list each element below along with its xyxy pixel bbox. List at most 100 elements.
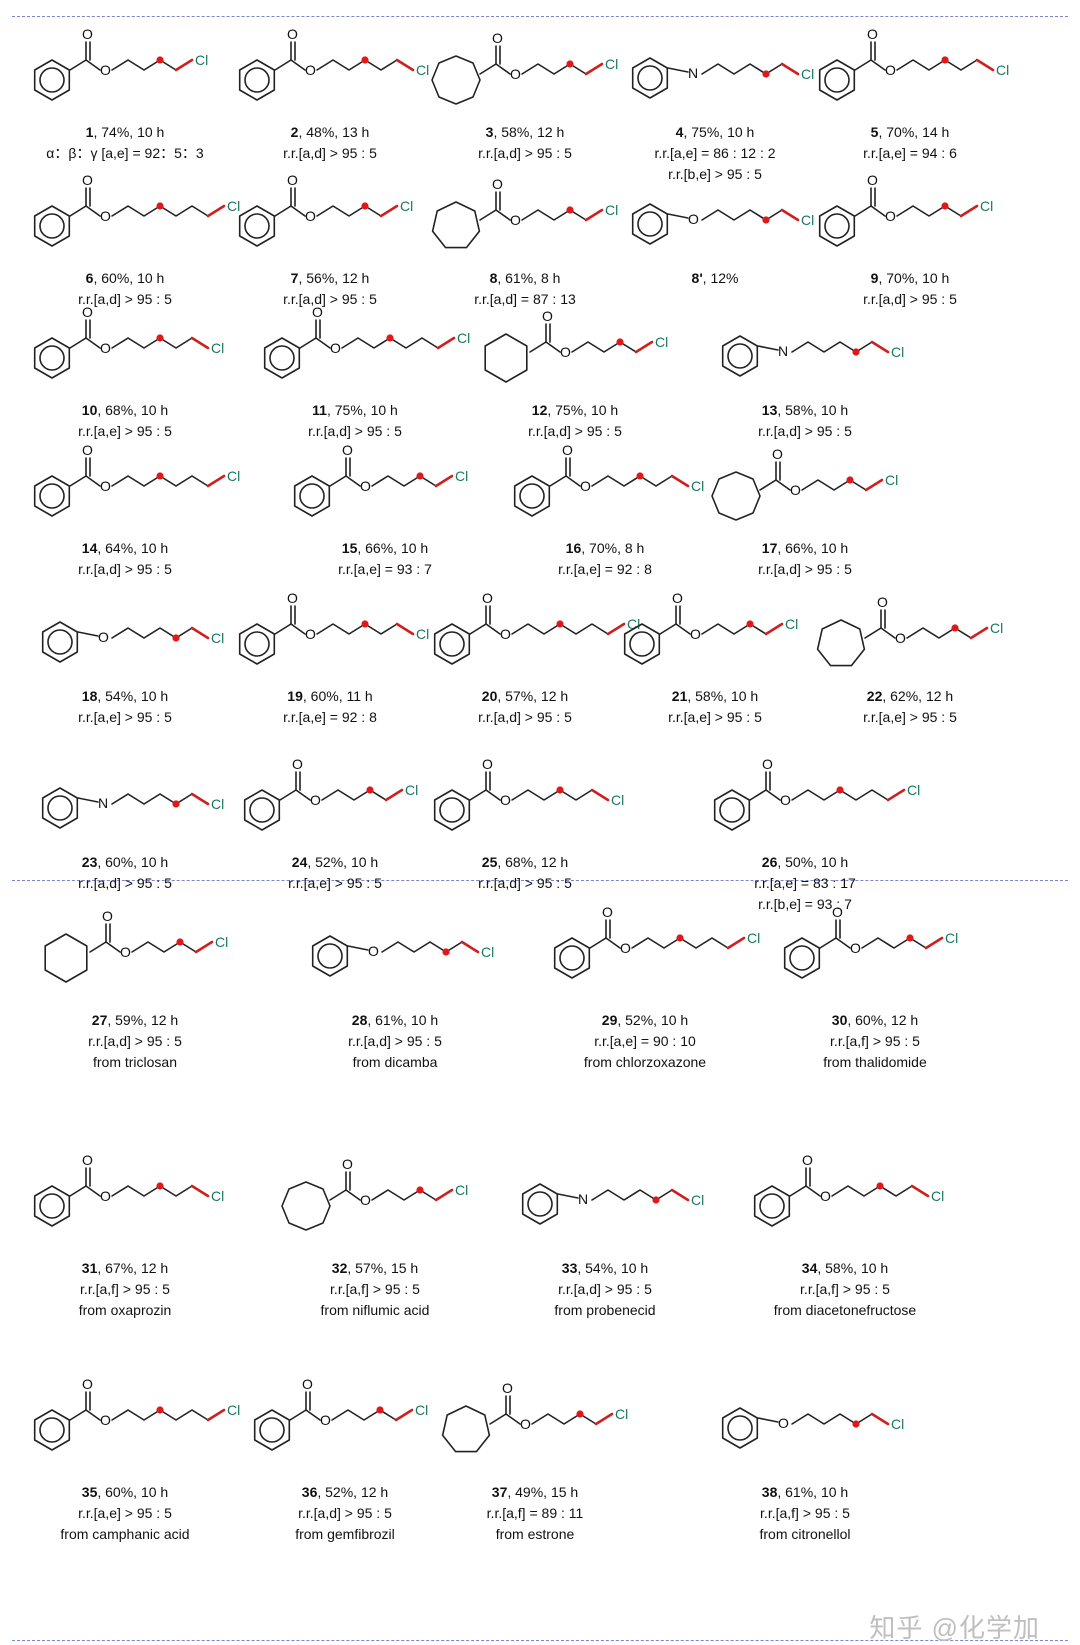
ester-oxygen: O [790, 482, 801, 498]
chlorine-label: Cl [655, 334, 668, 350]
site-dot [576, 1410, 584, 1418]
chlorine-label: Cl [747, 930, 760, 946]
alkyl-chain [591, 475, 673, 487]
regio-ratio: r.r.[a,f] > 95 : 5 [330, 1281, 420, 1297]
chlorinated-bond [584, 62, 604, 76]
chlorine-label: Cl [615, 1406, 628, 1422]
alkyl-chain [111, 793, 193, 805]
regio-ratio: r.r.[a,d] > 95 : 5 [78, 291, 172, 307]
chlorine-label: Cl [227, 1402, 240, 1418]
chlorine-label: Cl [891, 1416, 904, 1432]
aromatic-circle [727, 343, 753, 369]
cycloalkane-ring [431, 55, 481, 105]
ester-oxygen: O [100, 478, 111, 494]
ester-oxygen: O [360, 478, 371, 494]
chlorinated-bond [384, 788, 404, 802]
chlorinated-bond [975, 58, 995, 72]
yield: 50% [785, 854, 814, 870]
site-dot [386, 334, 394, 342]
source-drug: from camphanic acid [60, 1526, 190, 1542]
compound-number: 34 [801, 1260, 818, 1276]
alkyl-chain [591, 1189, 673, 1201]
reaction-time: 12 h [150, 1012, 179, 1028]
carbonyl-oxygen: O [542, 308, 553, 324]
chlorine-label: Cl [801, 212, 814, 228]
carbonyl-bond [69, 59, 87, 71]
chlorine-label: Cl [945, 930, 958, 946]
compound-number: 14 [81, 540, 98, 556]
reaction-time: 12 h [925, 688, 954, 704]
chlorinated-bond [764, 622, 784, 636]
aromatic-circle [439, 797, 465, 823]
yield-line: 26, 50%, 10 h [761, 854, 849, 870]
chlorinated-bond [434, 1188, 454, 1202]
chlorine-label: Cl [211, 796, 224, 812]
regio-ratio: r.r.[a,d] > 95 : 5 [88, 1033, 182, 1049]
chlorine-label: Cl [691, 478, 704, 494]
chlorine-label: Cl [691, 1192, 704, 1208]
chlorinated-bond [634, 340, 654, 354]
alkyl-chain [321, 789, 387, 801]
site-dot [852, 348, 860, 356]
regio-ratio: r.r.[a,f] > 95 : 5 [80, 1281, 170, 1297]
ester-oxygen: O [100, 62, 111, 78]
ester-bond [605, 937, 621, 949]
carbonyl-oxygen: O [602, 904, 613, 920]
reaction-time: 10 h [137, 124, 165, 140]
carbonyl-bond [479, 63, 497, 75]
yield-line: 5, 70%, 14 h [870, 124, 950, 140]
site-dot [762, 70, 770, 78]
ester-bond [85, 337, 101, 349]
yield-line: 18, 54%, 10 h [81, 688, 169, 704]
chlorine-label: Cl [481, 944, 494, 960]
structure-drawing: N Cl [41, 787, 224, 829]
chlorinated-bond [910, 1184, 930, 1198]
site-dot [361, 202, 369, 210]
alkyl-chain [511, 789, 593, 801]
heteroatom-label: N [98, 795, 108, 811]
compound-number: 33 [561, 1260, 578, 1276]
regio-ratio: r.r.[a,d] > 95 : 5 [298, 1505, 392, 1521]
linker-bond [77, 797, 99, 803]
aromatic-circle [519, 483, 545, 509]
chlorinated-bond [959, 204, 979, 218]
compound-number: 4 [675, 124, 684, 140]
aromatic-circle [759, 1193, 785, 1219]
chlorinated-bond [434, 474, 454, 488]
yield: 60% [105, 1484, 134, 1500]
site-dot [176, 938, 184, 946]
aromatic-circle [559, 945, 585, 971]
heteroatom-label: N [578, 1191, 588, 1207]
compound-number: 12 [531, 402, 548, 418]
yield: 12% [710, 270, 739, 286]
yield: 54% [105, 688, 134, 704]
carbonyl-oxygen: O [302, 1376, 313, 1392]
chlorinated-bond [670, 474, 690, 488]
reaction-time: 10 h [820, 854, 849, 870]
regio-ratio: r.r.[a,d] = 87 : 13 [474, 291, 576, 307]
aromatic-circle [39, 345, 65, 371]
yield: 70% [886, 270, 915, 286]
compound-number: 13 [761, 402, 778, 418]
site-dot [172, 800, 180, 808]
yield-line: 13, 58%, 10 h [761, 402, 849, 418]
chlorinated-bond [395, 58, 415, 72]
alkyl-chain [906, 627, 972, 639]
yield: 60% [310, 688, 339, 704]
compound-number: 28 [351, 1012, 368, 1028]
chlorinated-bond [864, 478, 884, 492]
site-dot [556, 786, 564, 794]
